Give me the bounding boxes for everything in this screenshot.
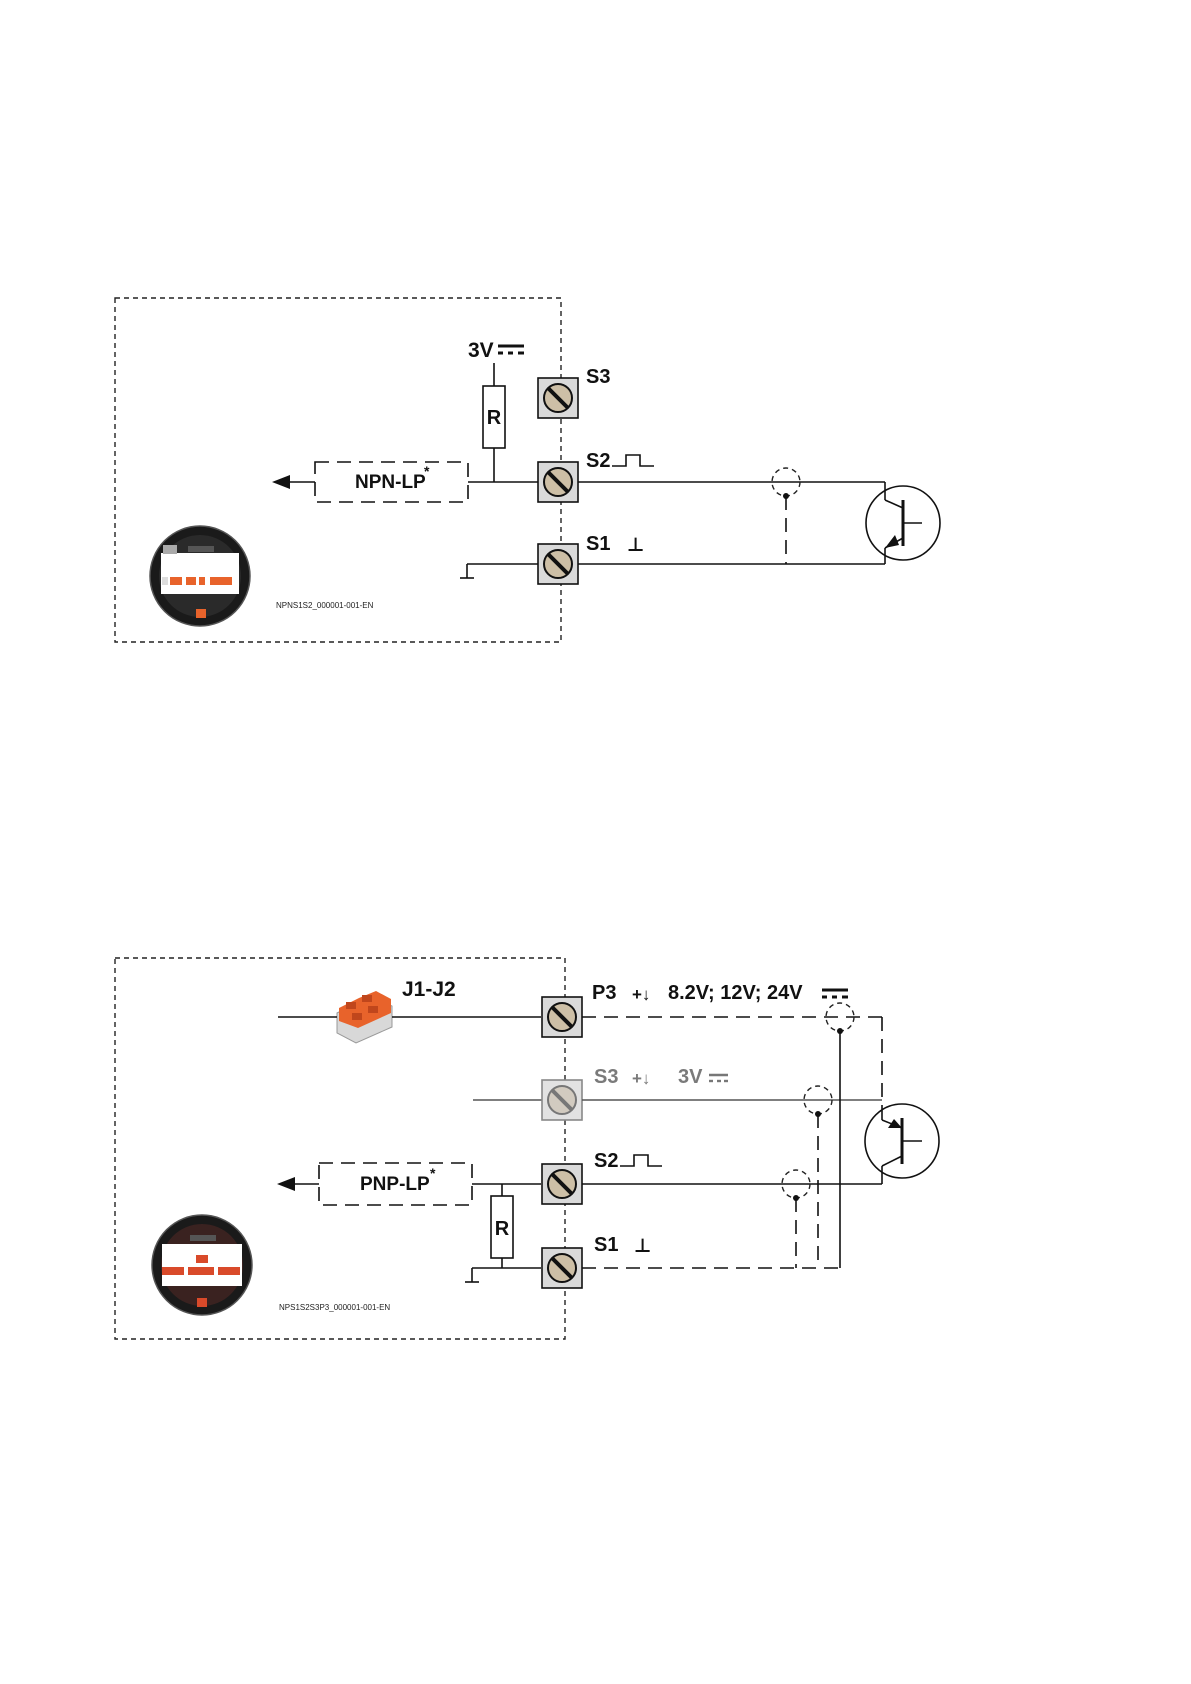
terminal-s1 xyxy=(542,1248,582,1288)
terminal-s3-prefix: +↓ xyxy=(632,1069,650,1088)
terminal-s2 xyxy=(538,462,578,502)
dc-symbol-icon xyxy=(709,1075,728,1081)
pnp-transistor-icon xyxy=(865,1104,939,1184)
diagram-npn: 3V R NPN-LP * S3 S2 S3 S1 ⊥ xyxy=(115,298,940,642)
terminal-s1 xyxy=(538,544,578,584)
output-box-label: NPN-LP xyxy=(355,472,426,493)
terminal-s3-label: S3 xyxy=(594,1066,618,1088)
terminal-p3-value: 8.2V; 12V; 24V xyxy=(668,982,803,1004)
terminal-p3-prefix: +↓ xyxy=(632,985,650,1004)
arrow-left-icon xyxy=(277,1177,295,1191)
terminal-s3 xyxy=(538,378,578,418)
terminal-s3 xyxy=(542,1080,582,1120)
ground-symbol-s1: ⊥ xyxy=(627,535,644,556)
ground-symbol-s1: ⊥ xyxy=(634,1236,651,1257)
terminal-s3-value: 3V xyxy=(678,1066,703,1088)
resistor-label: R xyxy=(495,1218,510,1240)
npn-transistor-icon xyxy=(866,482,940,564)
connector-block-icon xyxy=(337,991,392,1043)
terminal-s2-label: S2 xyxy=(594,1150,618,1172)
device-photo xyxy=(152,1215,252,1315)
terminal-s2-label: S2 xyxy=(586,450,610,472)
figure-code: NPS1S2S3P3_000001-001-EN xyxy=(279,1303,390,1312)
output-box-asterisk: * xyxy=(430,1165,436,1181)
supply-label: 3V xyxy=(468,339,494,362)
output-box-label: PNP-LP xyxy=(360,1174,430,1195)
connector-label: J1-J2 xyxy=(402,978,456,1001)
terminal-s3-label: S3 xyxy=(586,366,610,388)
device-photo xyxy=(150,526,250,626)
terminal-s1-label: S1 xyxy=(586,533,610,555)
dc-symbol-icon xyxy=(822,990,848,997)
figure-code: NPNS1S2_000001-001-EN xyxy=(276,601,374,610)
resistor-label: R xyxy=(487,407,502,429)
pulse-icon xyxy=(620,1155,662,1166)
arrow-left-icon xyxy=(272,475,290,489)
terminal-p3-label: P3 xyxy=(592,982,616,1004)
diagram-pnp: J1-J2 PNP-LP * R P3 +↓ 8.2V; 12V; 24V xyxy=(115,958,939,1339)
terminal-p3 xyxy=(542,997,582,1037)
terminal-s2 xyxy=(542,1164,582,1204)
dc-symbol-icon xyxy=(498,346,524,353)
pulse-icon xyxy=(612,455,654,466)
output-box-asterisk: * xyxy=(424,463,430,479)
terminal-s1-label: S1 xyxy=(594,1234,618,1256)
